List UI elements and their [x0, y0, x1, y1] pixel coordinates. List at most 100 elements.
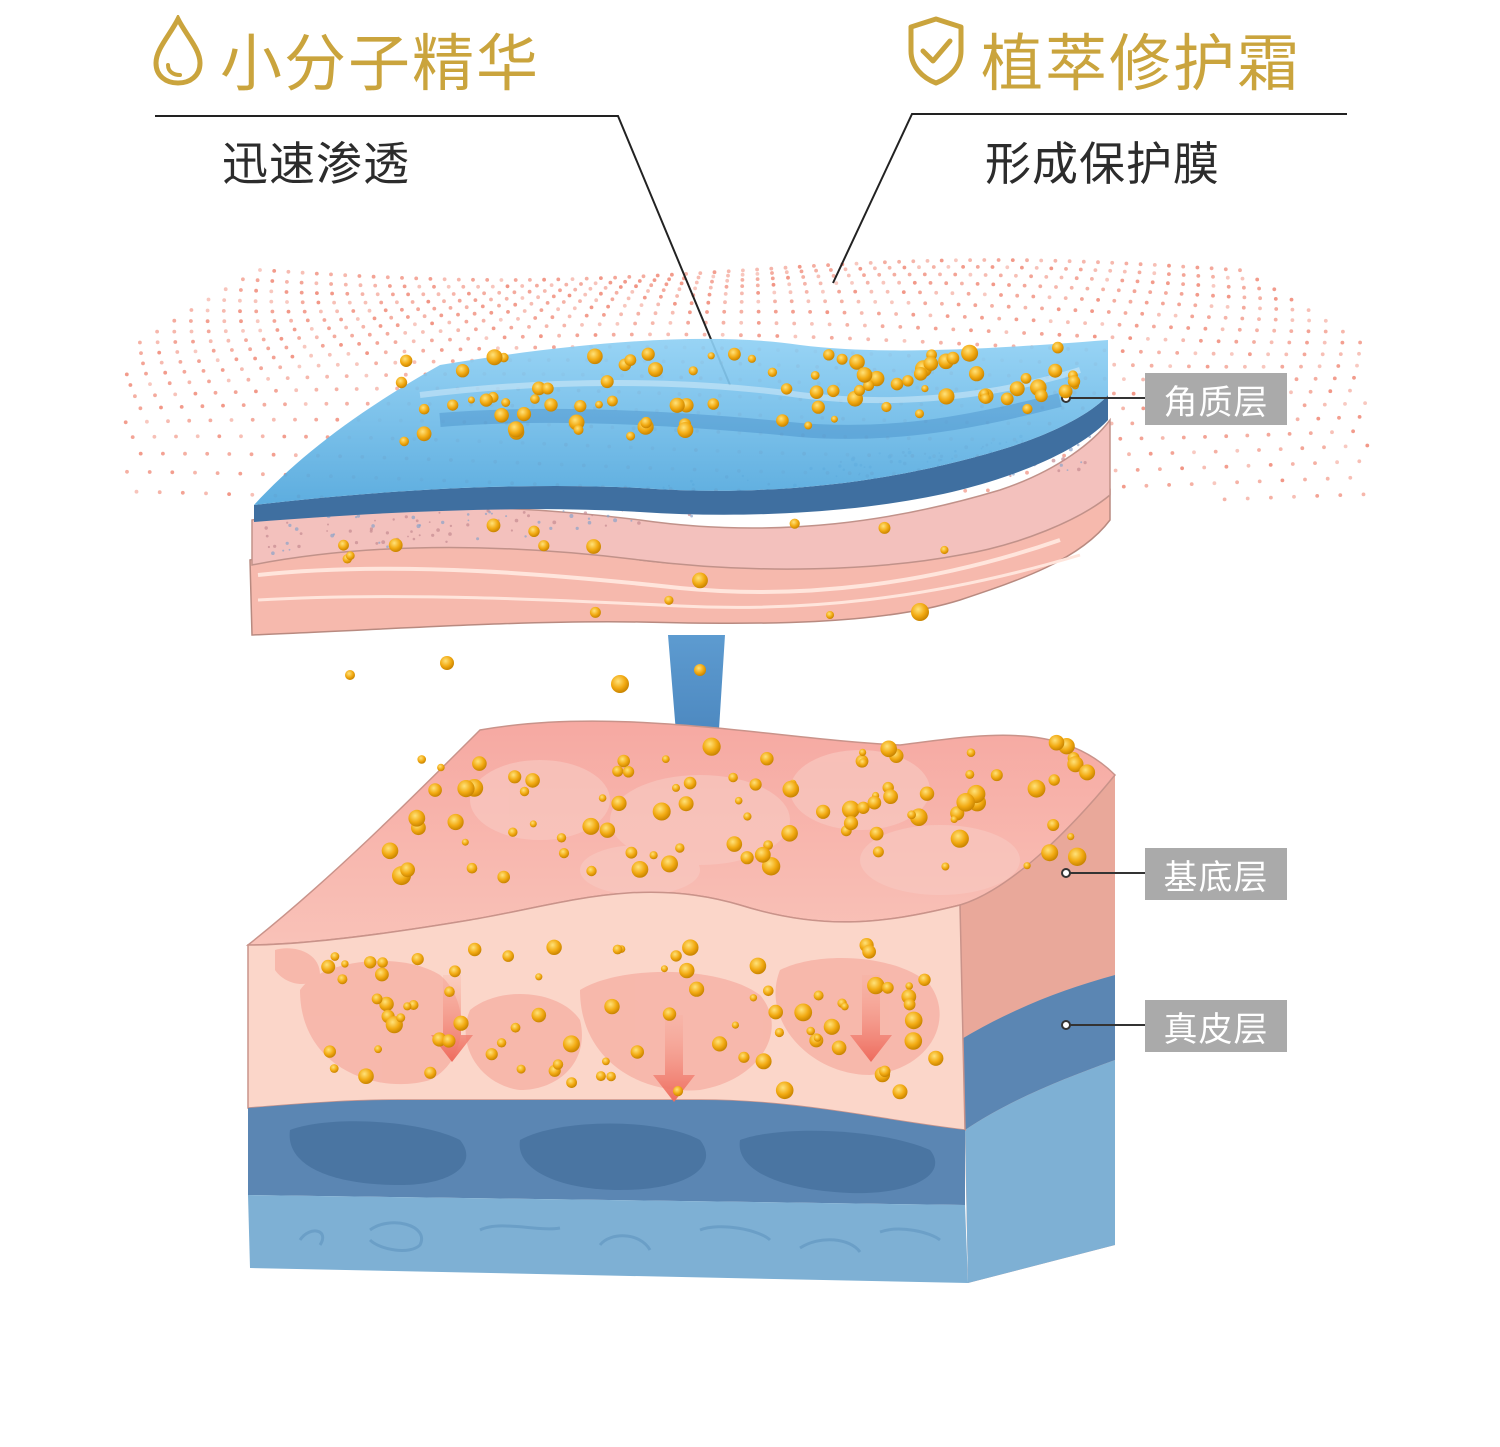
- mesh-dot: [1224, 365, 1228, 369]
- mesh-dot: [805, 290, 809, 294]
- mesh-dot: [837, 290, 841, 294]
- mesh-dot: [1272, 287, 1276, 291]
- essence-particle: [811, 371, 820, 380]
- mesh-dot: [671, 311, 675, 315]
- mesh-dot: [1131, 363, 1135, 367]
- mesh-dot: [298, 365, 302, 369]
- essence-particle: [776, 414, 789, 427]
- mesh-dot: [1086, 287, 1090, 291]
- essence-particle: [883, 789, 898, 804]
- mesh-dot: [451, 359, 455, 363]
- mesh-dot: [263, 403, 267, 407]
- mesh-dot: [690, 301, 694, 305]
- essence-particle: [907, 810, 916, 819]
- mesh-dot: [771, 277, 775, 281]
- speckle-dot: [410, 530, 413, 533]
- mesh-dot: [1246, 497, 1250, 501]
- speckle-dot: [378, 542, 380, 544]
- mesh-dot: [536, 295, 540, 299]
- essence-particle: [623, 766, 634, 777]
- essence-particle: [648, 362, 663, 377]
- mesh-dot: [791, 310, 795, 314]
- mesh-dot: [1299, 365, 1303, 369]
- mesh-dot: [785, 270, 789, 274]
- mesh-dot: [1255, 328, 1259, 332]
- mesh-dot: [1212, 352, 1216, 356]
- mesh-dot: [703, 333, 707, 337]
- mesh-dot: [227, 452, 231, 456]
- mesh-dot: [869, 261, 873, 265]
- mesh-dot: [897, 260, 901, 264]
- mesh-dot: [285, 280, 289, 284]
- essence-particle: [837, 354, 848, 365]
- mesh-dot: [492, 327, 496, 331]
- essence-particle: [403, 1002, 411, 1010]
- mesh-dot: [160, 361, 164, 365]
- essence-particle: [364, 956, 376, 968]
- mesh-dot: [272, 269, 276, 273]
- mesh-dot: [957, 303, 961, 307]
- mesh-dot: [579, 282, 583, 286]
- mesh-dot: [303, 345, 307, 349]
- mesh-dot: [994, 344, 998, 348]
- mesh-dot: [473, 312, 477, 316]
- mesh-dot: [798, 265, 802, 269]
- stratum-corneum-label: 角质层: [1145, 373, 1287, 425]
- mesh-dot: [756, 300, 760, 304]
- mesh-dot: [1335, 460, 1339, 464]
- mesh-dot: [1075, 334, 1079, 338]
- mesh-dot: [440, 348, 444, 352]
- mesh-dot: [770, 271, 774, 275]
- mesh-dot: [306, 376, 310, 380]
- speckle-dot: [355, 541, 358, 544]
- essence-particle: [728, 348, 741, 361]
- mesh-dot: [642, 274, 646, 278]
- mesh-dot: [317, 364, 321, 368]
- mesh-dot: [148, 382, 152, 386]
- mesh-dot: [666, 333, 670, 337]
- essence-particle: [859, 749, 866, 756]
- mesh-dot: [873, 266, 877, 270]
- essence-particle: [1049, 735, 1065, 751]
- essence-particle: [712, 1036, 727, 1051]
- mesh-dot: [826, 263, 830, 267]
- mesh-dot: [1339, 352, 1343, 356]
- droplet-icon: [150, 15, 206, 102]
- mesh-dot: [1242, 306, 1246, 310]
- mesh-dot: [533, 346, 537, 350]
- mesh-dot: [319, 310, 323, 314]
- mesh-dot: [365, 374, 369, 378]
- speckle-dot: [491, 513, 493, 515]
- mesh-dot: [594, 298, 598, 302]
- mesh-dot: [240, 367, 244, 371]
- speckle-dot: [588, 521, 592, 525]
- mesh-dot: [1272, 329, 1276, 333]
- mesh-dot: [558, 288, 562, 292]
- mesh-dot: [801, 275, 805, 279]
- mesh-dot: [482, 319, 486, 323]
- essence-particle: [814, 991, 824, 1001]
- mesh-dot: [615, 291, 619, 295]
- mesh-dot: [238, 299, 242, 303]
- essence-particle: [472, 756, 487, 771]
- mesh-dot: [386, 332, 390, 336]
- mesh-dot: [602, 313, 606, 317]
- mesh-dot: [1321, 352, 1325, 356]
- mesh-dot: [138, 341, 142, 345]
- mesh-dot: [1281, 479, 1285, 483]
- mesh-dot: [757, 321, 761, 325]
- mesh-dot: [244, 338, 248, 342]
- mesh-dot: [238, 309, 242, 313]
- mesh-dot: [1175, 351, 1179, 355]
- essence-particle: [553, 1059, 563, 1069]
- mesh-dot: [968, 258, 972, 262]
- mesh-dot: [314, 418, 318, 422]
- mesh-dot: [1111, 335, 1115, 339]
- mesh-dot: [1035, 266, 1039, 270]
- mesh-dot: [355, 362, 359, 366]
- essence-particle: [1059, 385, 1073, 399]
- essence-particle: [1010, 381, 1025, 396]
- mesh-dot: [594, 281, 598, 285]
- mesh-dot: [546, 301, 550, 305]
- mesh-dot: [1174, 314, 1178, 318]
